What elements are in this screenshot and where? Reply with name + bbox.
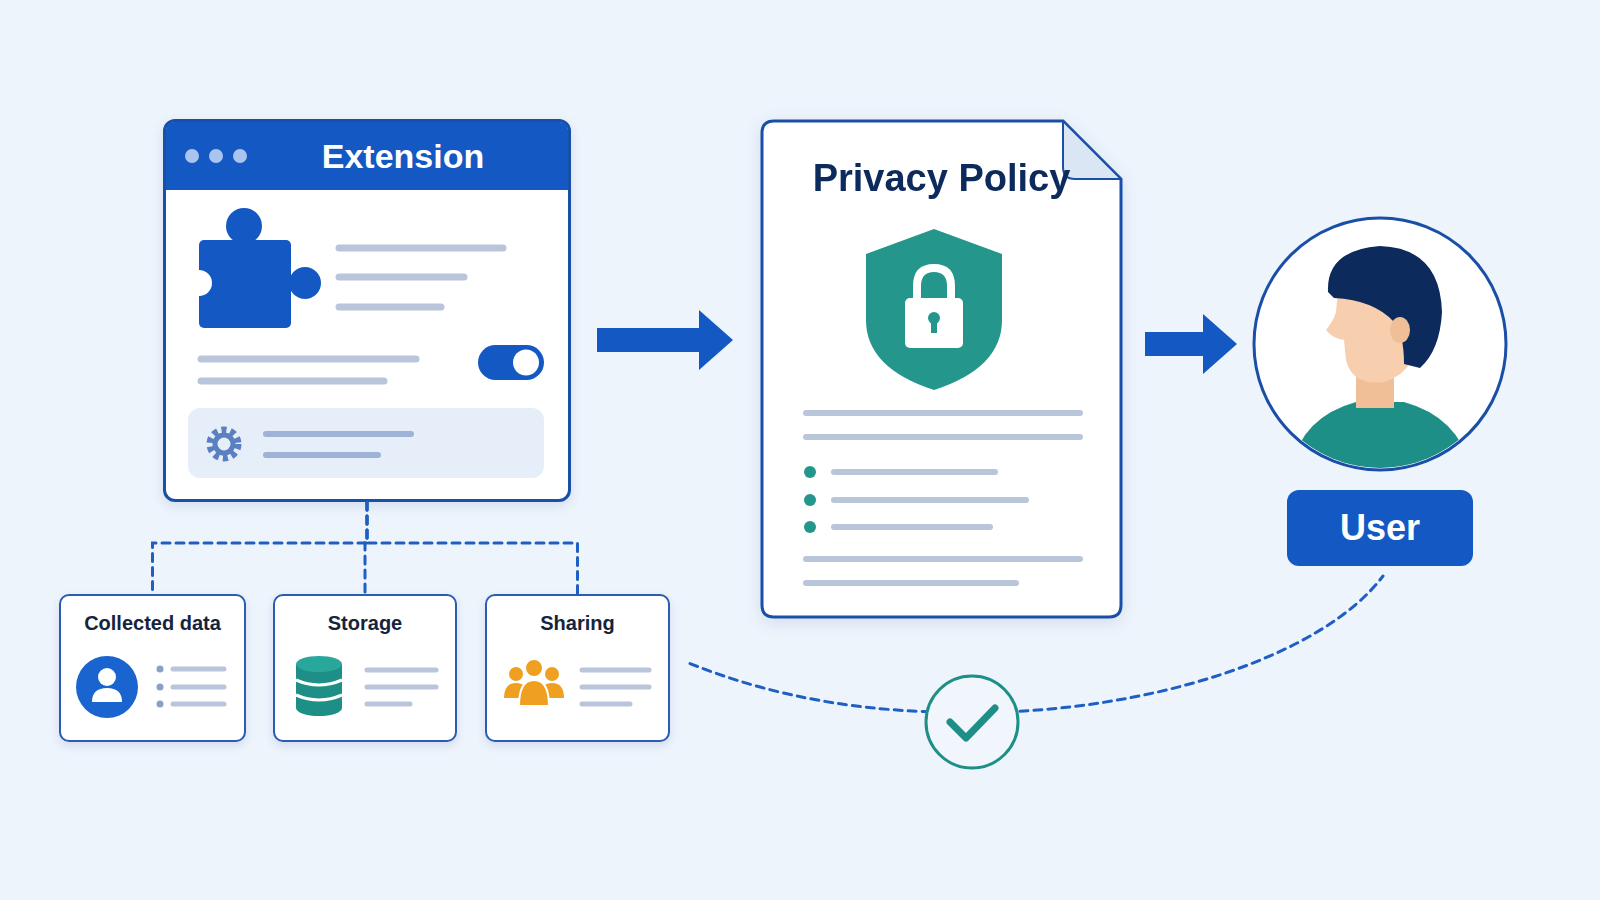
dashed-connector xyxy=(365,502,367,594)
node-title: Sharing xyxy=(487,612,668,635)
user-avatar xyxy=(1356,360,1394,408)
user-avatar xyxy=(1390,317,1410,343)
user-avatar xyxy=(1254,218,1506,475)
flow-arrow xyxy=(597,310,733,370)
dashed-connector xyxy=(153,502,368,594)
node-title: Collected data xyxy=(61,612,244,635)
flow-arrow xyxy=(1145,314,1237,374)
node-title: Privacy Policy xyxy=(760,157,1123,200)
node-title: User xyxy=(1287,490,1473,566)
node-title: Storage xyxy=(275,612,455,635)
user-avatar xyxy=(1328,246,1442,368)
policy-document: Privacy Policy xyxy=(760,119,1123,619)
check-badge xyxy=(950,708,995,738)
user-avatar xyxy=(1290,402,1472,475)
connector xyxy=(365,502,367,594)
dashed-connector xyxy=(367,502,578,594)
data-card: Storage xyxy=(273,594,457,742)
connector xyxy=(597,310,733,370)
data-card: Sharing xyxy=(485,594,670,742)
extension-window: Extension xyxy=(163,119,571,502)
node-title: Extension xyxy=(166,122,568,190)
connector xyxy=(367,502,578,594)
page-fold xyxy=(1063,121,1121,179)
check-badge xyxy=(926,676,1018,768)
connector xyxy=(153,502,368,594)
connector xyxy=(1145,314,1237,374)
user-avatar xyxy=(1326,262,1420,383)
check-badge xyxy=(926,676,1018,768)
user-avatar xyxy=(1290,246,1472,475)
user-avatar xyxy=(1254,218,1506,470)
data-card: Collected data xyxy=(59,594,246,742)
user-node: User xyxy=(1252,216,1508,568)
